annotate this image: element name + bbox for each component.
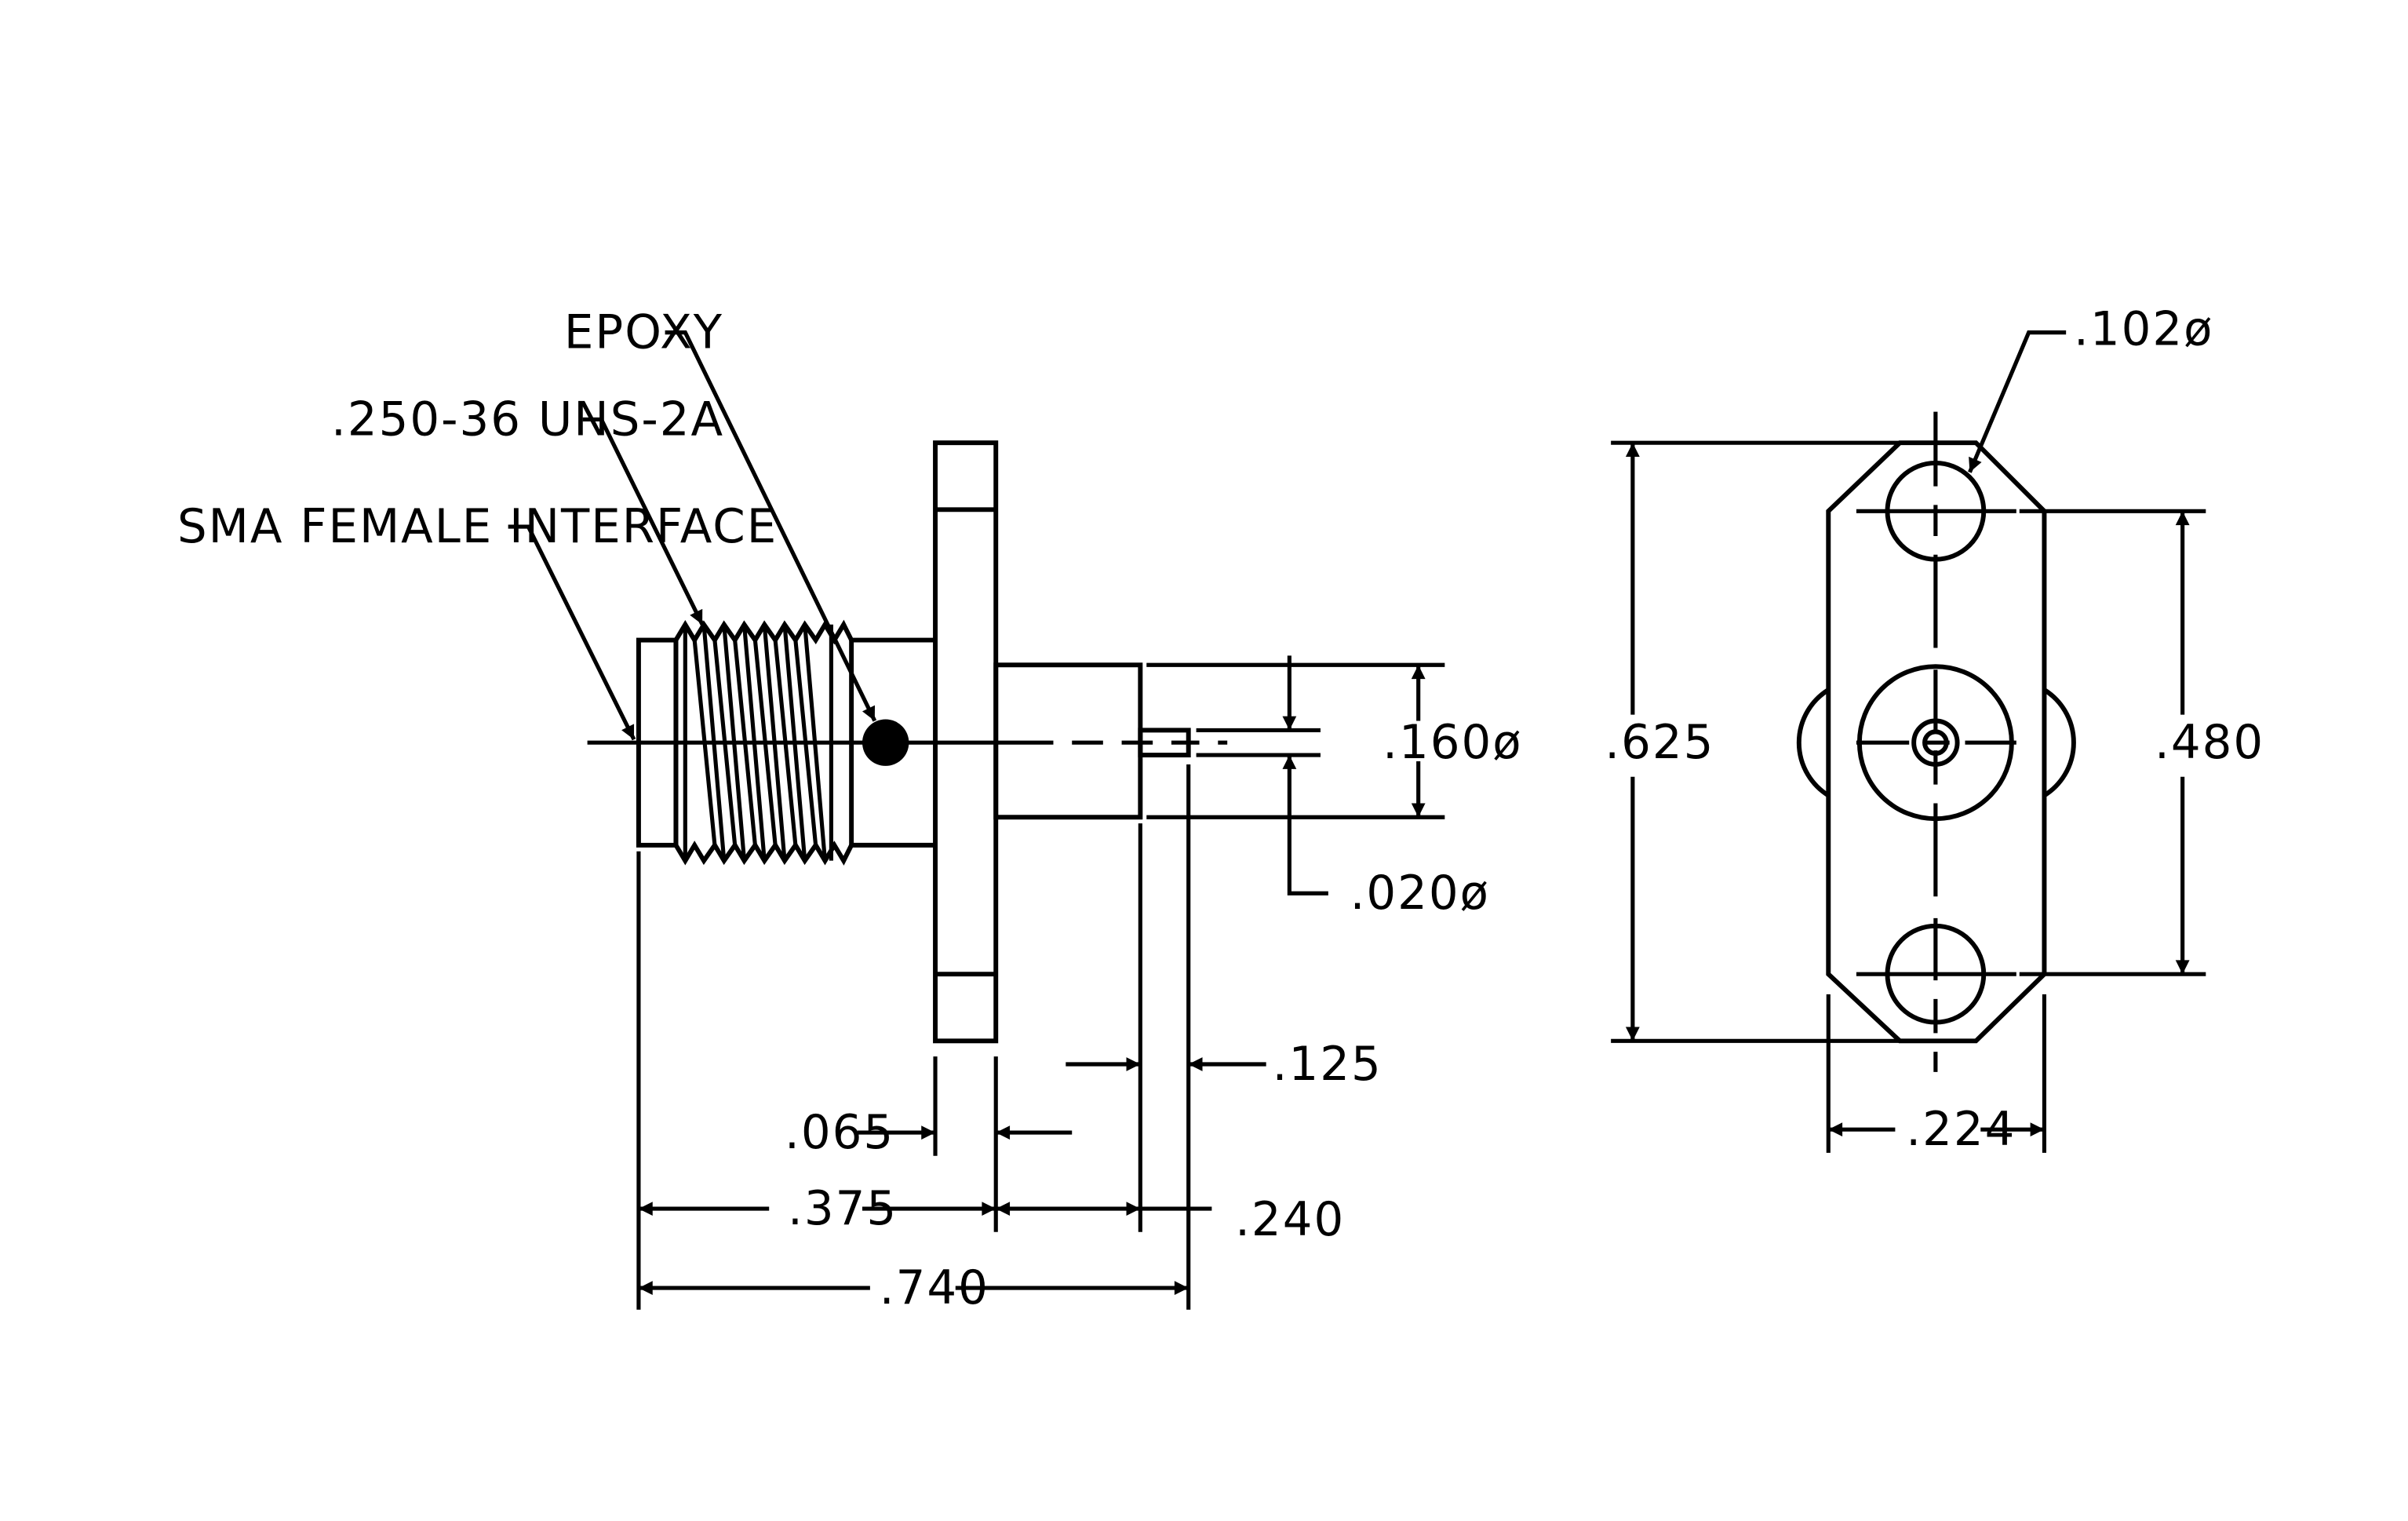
flange-outline	[1826, 440, 2047, 1044]
mount-hole-callout: .102ø	[2074, 302, 2213, 356]
front-view	[1796, 411, 2076, 1072]
dim-hole-spacing: .480	[2155, 716, 2264, 770]
thread-callout: .250-36 UNS-2A	[331, 392, 724, 447]
side-dimensions	[508, 330, 1445, 1310]
dim-overall-length: .740	[880, 1261, 989, 1315]
dim-flange-width: .224	[1906, 1103, 2016, 1157]
dim-dielectric-dia: .160ø	[1383, 716, 1522, 770]
side-view	[587, 440, 1228, 1044]
interface-callout: SMA FEMALE INTERFACE	[177, 500, 778, 554]
thread-section	[673, 619, 854, 866]
dim-body-length: .375	[788, 1182, 898, 1236]
center-pin	[1138, 728, 1191, 758]
dim-rear-length: .240	[1235, 1193, 1345, 1247]
dim-flange-thickness: .065	[785, 1106, 894, 1160]
front-dimensions	[1611, 330, 2206, 1153]
dim-pin-dia: .020ø	[1350, 866, 1490, 921]
dim-flange-height: .625	[1605, 716, 1714, 770]
dim-pin-length: .125	[1273, 1038, 1383, 1092]
epoxy-callout: EPOXY	[564, 305, 723, 359]
epoxy-dot	[862, 719, 909, 766]
